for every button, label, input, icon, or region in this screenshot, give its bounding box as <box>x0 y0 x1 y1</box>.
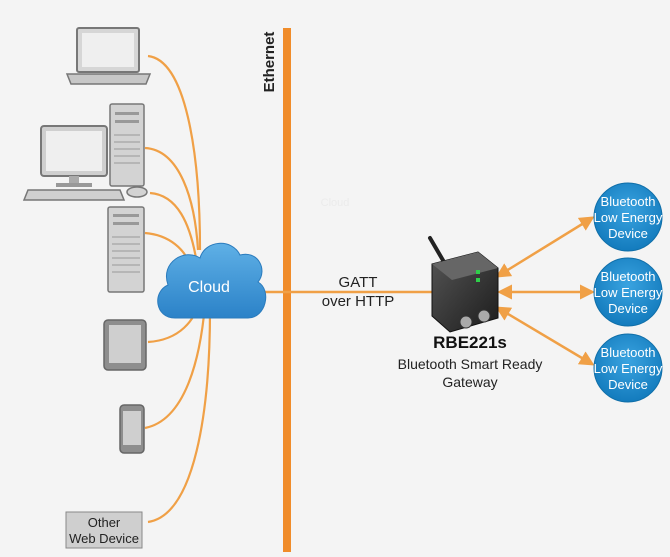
ethernet-label: Ethernet <box>261 32 278 93</box>
other-web-device-box <box>65 511 143 549</box>
gateway-model: RBE221s <box>433 333 507 352</box>
server-tower-icon <box>107 206 145 293</box>
ble-device-3 <box>593 333 663 403</box>
gateway-device-icon <box>428 236 499 333</box>
ble-links <box>495 216 595 366</box>
laptop-connection <box>147 54 202 251</box>
ble-device-1-line1: Bluetooth <box>601 194 656 209</box>
other-device-connection <box>147 309 212 524</box>
other-device-line1: Other <box>88 515 121 530</box>
phone-connection <box>144 304 207 430</box>
ble-device-3-line1: Bluetooth <box>601 345 656 360</box>
ble-device-2-line2: Low Energy <box>594 285 663 300</box>
device-connections <box>144 54 212 524</box>
ble-device-1-line2: Low Energy <box>594 210 663 225</box>
link-label-line2: over HTTP <box>322 293 395 310</box>
link-label-line1: GATT <box>339 274 378 291</box>
smartphone-icon <box>119 404 145 454</box>
tablet-icon <box>103 319 147 371</box>
gateway-desc-line1: Bluetooth Smart Ready <box>398 356 543 372</box>
gateway-desc-line2: Gateway <box>442 374 497 390</box>
desktop-tower-icon <box>109 103 145 187</box>
ble-link-1 <box>495 216 595 278</box>
keyboard-icon <box>22 189 126 201</box>
ble-device-1 <box>593 182 663 252</box>
mouse-icon <box>126 186 148 198</box>
cloud-faint-label: Cloud <box>321 197 350 209</box>
ble-device-3-line2: Low Energy <box>594 361 663 376</box>
ble-device-3-line3: Device <box>608 377 648 392</box>
ble-device-2-line3: Device <box>608 301 648 316</box>
cloud-label: Cloud <box>188 279 230 296</box>
laptop-icon <box>65 27 152 85</box>
ble-device-1-line3: Device <box>608 226 648 241</box>
ble-device-2-line1: Bluetooth <box>601 269 656 284</box>
ble-device-2 <box>593 257 663 327</box>
desktop-monitor-icon <box>40 125 108 187</box>
other-device-line2: Web Device <box>69 531 139 546</box>
mouse-connection <box>149 191 198 259</box>
ble-link-3 <box>495 306 595 366</box>
desktop-connection <box>144 146 200 251</box>
cloud-icon <box>157 242 267 319</box>
